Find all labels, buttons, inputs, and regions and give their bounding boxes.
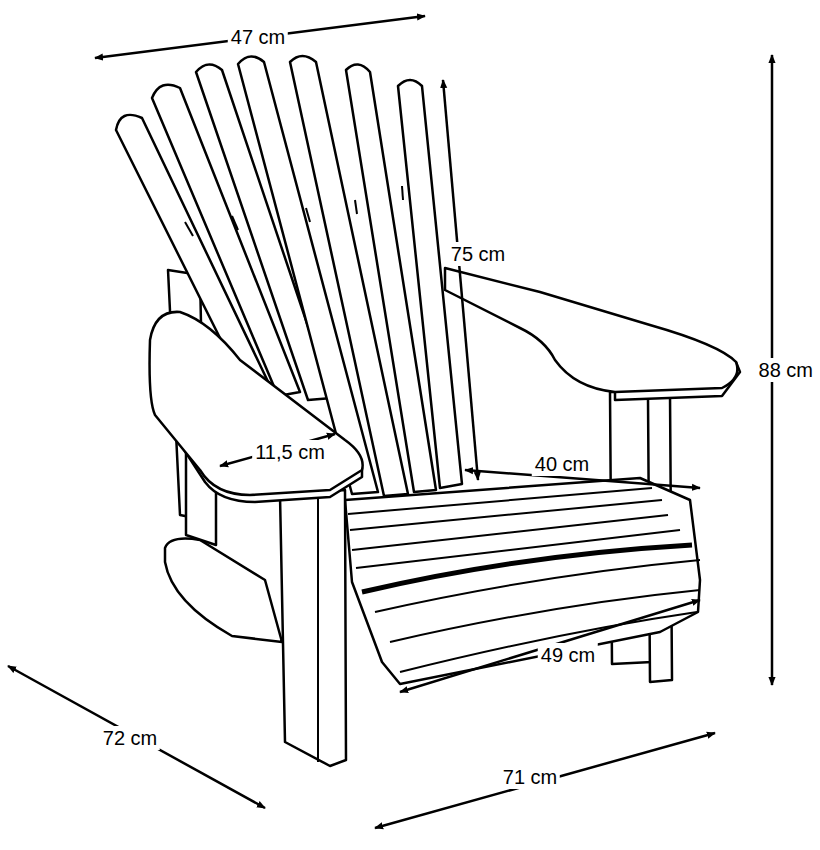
slat-notches [185,186,403,236]
dimension-label: 49 cm [538,643,598,667]
front-leg [280,490,346,766]
dimension-line [375,733,715,828]
dimension-line [400,600,700,692]
dimension-label: 40 cm [532,452,592,476]
dimension-label: 47 cm [228,25,288,49]
dimension-label: 88 cm [756,358,816,382]
leg-edge [317,494,319,762]
dimension-line [443,80,478,480]
dimension-line [8,666,265,808]
dimension-label: 11,5 cm [252,440,328,464]
dimension-line [95,16,425,58]
seat-slats [348,488,700,672]
seat [345,478,700,684]
dimension-lines [8,16,772,828]
armrest [445,268,737,392]
seat-gap [362,545,692,592]
dimension-label: 75 cm [448,242,508,266]
armrest [150,312,363,495]
side-support [165,539,282,642]
dimension-line [220,434,335,466]
dimension-label: 71 cm [500,765,560,789]
dimension-label: 72 cm [100,726,160,750]
chair-drawing [116,56,740,766]
